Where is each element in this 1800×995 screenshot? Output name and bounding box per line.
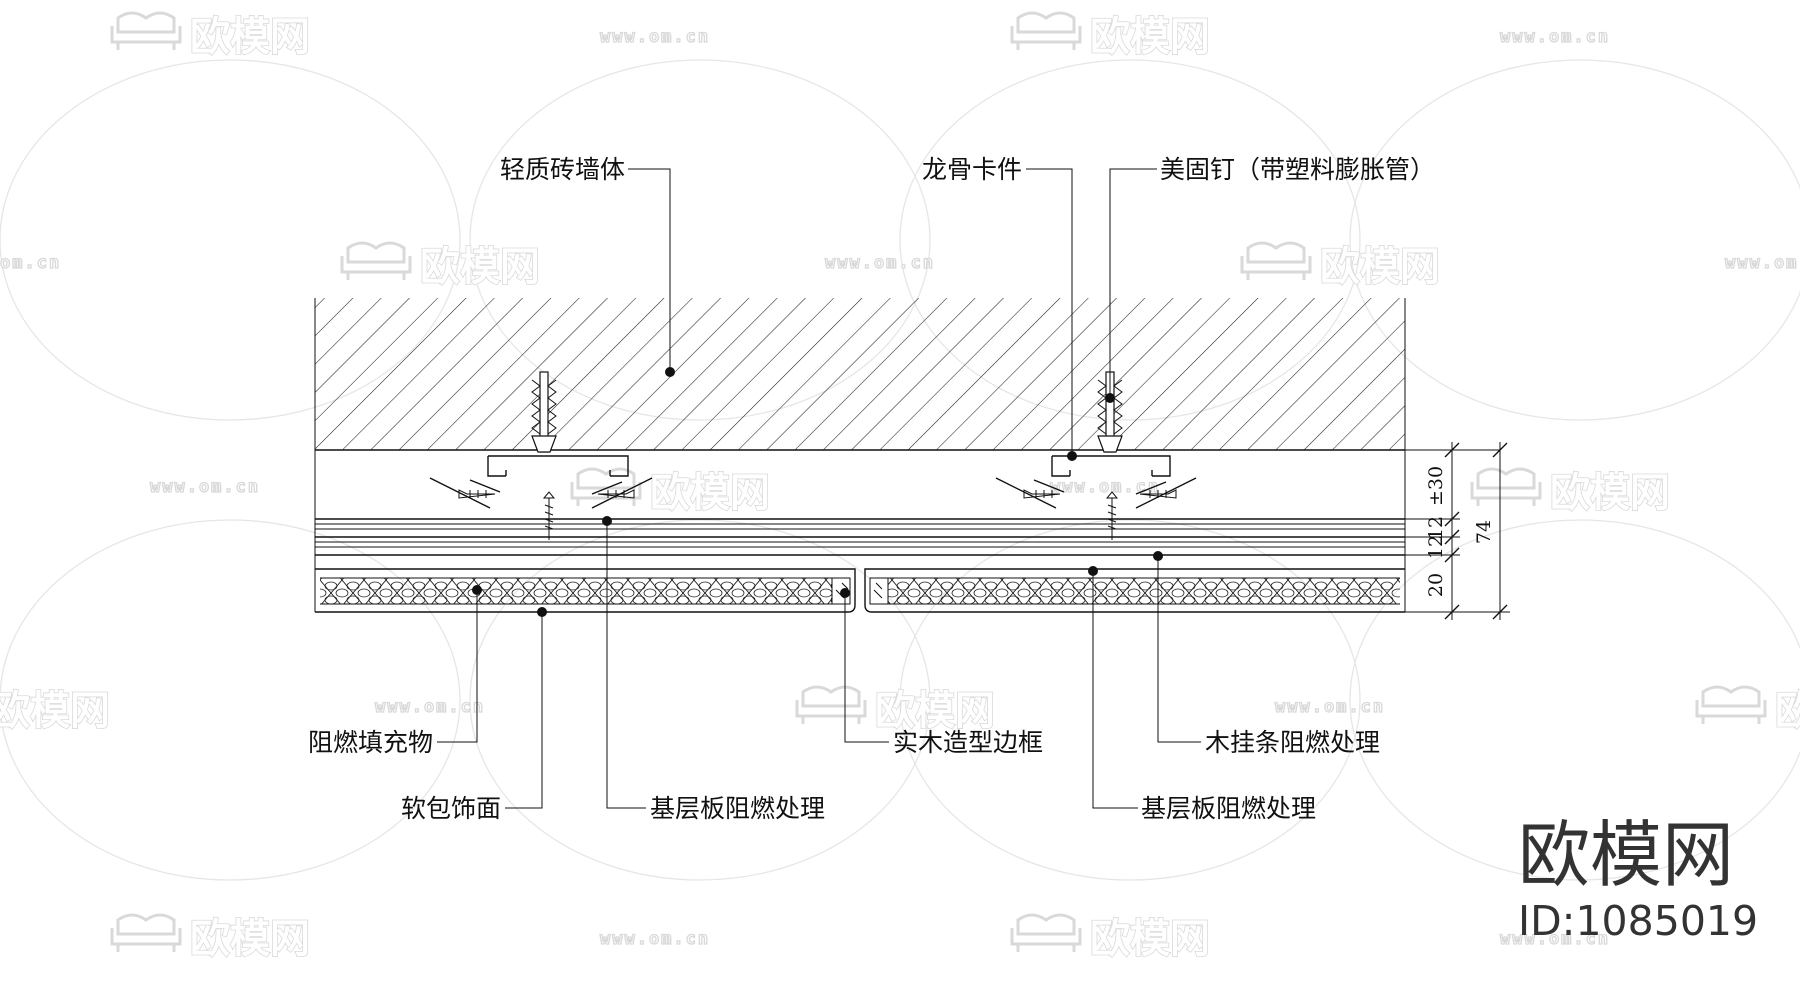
watermark-url: www.om.cn — [1275, 697, 1385, 717]
watermark-text: 欧模网 — [190, 14, 310, 60]
watermark-text: 欧模网 — [1090, 14, 1210, 60]
watermark-text: 欧模网 — [650, 470, 770, 516]
watermark-text: 欧模网 — [0, 688, 110, 734]
dimension-total: 74 — [1473, 520, 1495, 544]
watermark-text: 欧模网 — [1775, 688, 1800, 734]
dimension-lines — [1405, 442, 1510, 620]
watermark-text: 欧模网 — [1320, 244, 1440, 290]
leader-lines — [437, 168, 1201, 809]
watermark-text: 欧模网 — [190, 916, 310, 962]
panel-joint — [854, 569, 866, 600]
label-fabric: 软包饰面 — [401, 794, 501, 823]
watermark-url: www.om.cn — [1050, 477, 1160, 497]
brand-id: ID:1085019 — [1518, 897, 1758, 945]
watermark-url: www.om.cn — [825, 253, 935, 273]
label-anchor: 美固钉（带塑料膨胀管） — [1160, 155, 1435, 184]
dimension-panel: 20 — [1425, 573, 1447, 597]
watermark-url: www.om.cn — [600, 929, 710, 949]
label-base-board-right: 基层板阻燃处理 — [1141, 794, 1316, 823]
anchor-assembly-left — [429, 371, 653, 540]
label-batten: 木挂条阻燃处理 — [1205, 728, 1380, 757]
brand-name: 欧模网 — [1518, 813, 1734, 897]
label-wood-frame: 实木造型边框 — [893, 728, 1043, 757]
dimension-gap: ±30 — [1425, 466, 1447, 506]
watermark-layer: 欧模网 欧模网 欧模网 欧模网 欧模网 欧模网 欧模网 欧模网 欧模网 欧模网 … — [0, 11, 1800, 963]
label-base-board-left: 基层板阻燃处理 — [650, 794, 825, 823]
watermark-url: www.om.cn — [1725, 253, 1800, 273]
dimension-layer1: 12 — [1425, 516, 1447, 540]
watermark-url: www.om.cn — [1500, 929, 1610, 949]
label-wall: 轻质砖墙体 — [500, 155, 625, 184]
watermark-url: www.om.cn — [150, 477, 260, 497]
leader-dots — [472, 367, 1163, 617]
dimension-layer2: 12 — [1425, 535, 1447, 559]
soft-panel-right — [864, 568, 1405, 613]
watermark-text: 欧模网 — [420, 244, 540, 290]
brick-wall — [314, 298, 1406, 612]
watermark-text: 欧模网 — [1090, 916, 1210, 962]
watermark-url: www.om.cn — [600, 27, 710, 47]
sofa-logo-icon — [110, 11, 1767, 952]
label-keel-clip: 龙骨卡件 — [922, 155, 1022, 184]
watermark-text: 欧模网 — [875, 688, 995, 734]
base-board-layers — [315, 518, 1405, 556]
watermark-url: www.om.cn — [375, 697, 485, 717]
watermark-url: www.om.cn — [1500, 27, 1610, 47]
watermark-text: 欧模网 — [1550, 470, 1670, 516]
label-filler: 阻燃填充物 — [308, 728, 433, 757]
watermark-url: om.cn — [0, 253, 61, 273]
